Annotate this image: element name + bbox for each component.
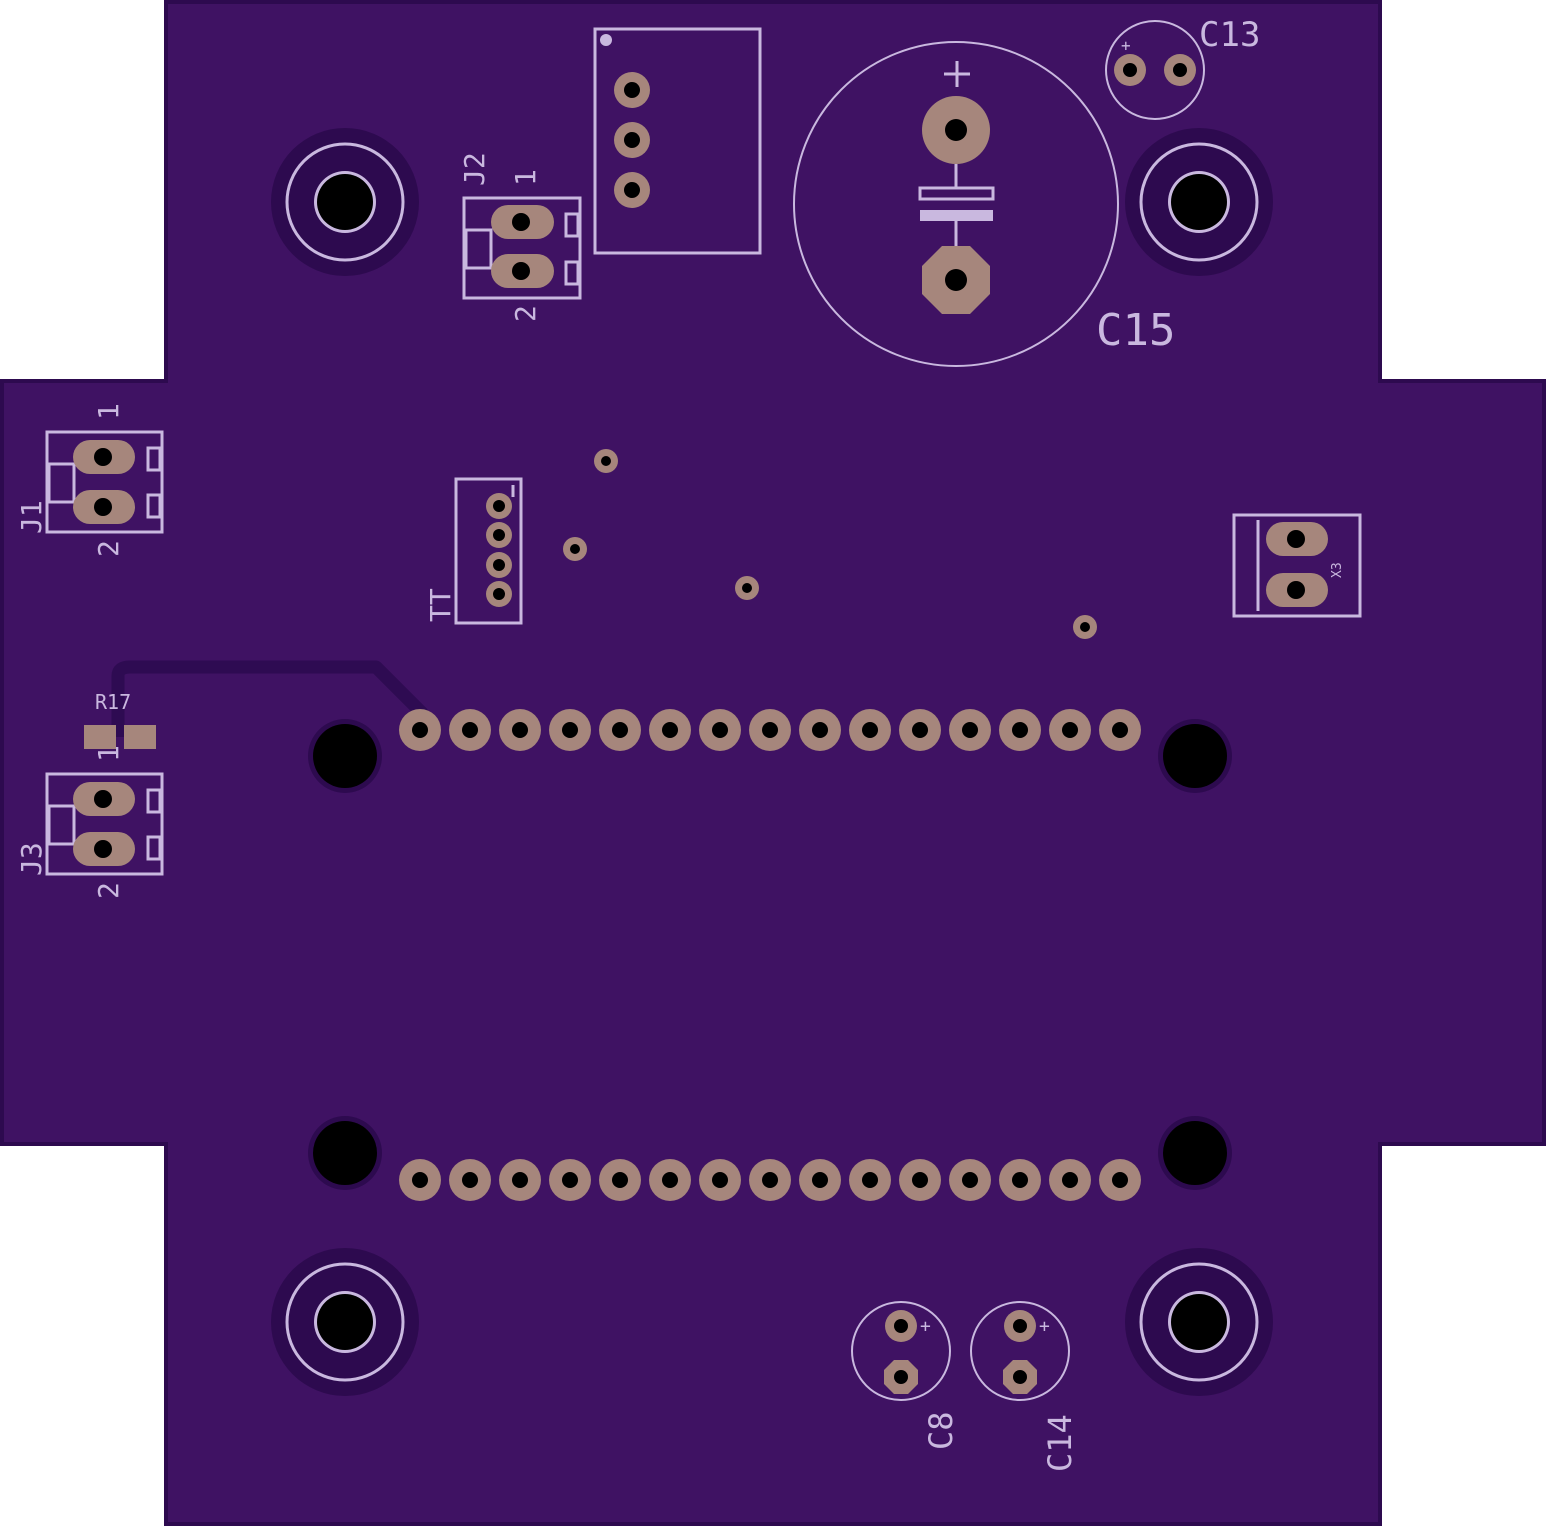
- header-pin: [499, 709, 541, 751]
- header-pin: [699, 1159, 741, 1201]
- header-pin: [799, 1159, 841, 1201]
- label-c14: C14: [1041, 1414, 1079, 1472]
- label-tt: TT: [424, 588, 457, 622]
- capacitor-c8: + C8: [851, 1301, 960, 1450]
- via: [1073, 615, 1097, 639]
- capacitor-c13: + C13: [1105, 15, 1260, 120]
- c14-plus-mark: +: [1039, 1316, 1050, 1337]
- label-c8: C8: [922, 1411, 960, 1450]
- via: [735, 576, 759, 600]
- header-pin: [1099, 1159, 1141, 1201]
- header-pin: [399, 1159, 441, 1201]
- header-pin: [849, 709, 891, 751]
- connector-j2: J2 1 2: [458, 152, 582, 322]
- label-j3: J3: [15, 842, 48, 876]
- header-pin: [899, 1159, 941, 1201]
- connector-j1: 1 J1 2: [15, 403, 164, 557]
- header-pin: [999, 709, 1041, 751]
- label-c13: C13: [1199, 15, 1260, 55]
- capacitor-c15: C15: [793, 41, 1175, 367]
- header-pin: [749, 1159, 791, 1201]
- header-pin: [699, 709, 741, 751]
- j2-pin1-label: 1: [509, 169, 542, 186]
- header-pin: [449, 709, 491, 751]
- header-pin: [399, 709, 441, 751]
- label-j2: J2: [458, 152, 491, 186]
- c13-plus-mark: +: [1121, 36, 1131, 55]
- module-hole-upper-right: [1158, 719, 1232, 793]
- mount-hole-bottom-left: [271, 1248, 419, 1396]
- header-pin: [499, 1159, 541, 1201]
- j1-pin1-label: 1: [92, 403, 125, 420]
- trace-r17: [111, 660, 429, 737]
- header-pin: [1099, 709, 1141, 751]
- via: [594, 449, 618, 473]
- header-pin: [549, 709, 591, 751]
- label-r17: R17: [95, 690, 131, 714]
- header-pin: [599, 709, 641, 751]
- c8-plus-mark: +: [920, 1316, 931, 1337]
- module-hole-lower-left: [308, 1116, 382, 1190]
- header-pin: [1049, 709, 1091, 751]
- capacitor-c14: + C14: [970, 1301, 1079, 1472]
- pin-header-top: [399, 709, 1141, 751]
- header-tt: TT: [424, 477, 523, 625]
- header-pin: [449, 1159, 491, 1201]
- label-j1: J1: [15, 500, 48, 534]
- header-pin: [649, 709, 691, 751]
- header-pin: [749, 709, 791, 751]
- pin-header-bottom: [399, 1159, 1141, 1201]
- mount-hole-top-left: [271, 128, 419, 276]
- module-hole-upper-left: [308, 719, 382, 793]
- header-pin: [999, 1159, 1041, 1201]
- label-c15: C15: [1096, 305, 1175, 356]
- via-group: [563, 449, 1097, 639]
- header-pin: [849, 1159, 891, 1201]
- header-pin: [949, 709, 991, 751]
- via: [563, 537, 587, 561]
- j2-pin2-label: 2: [509, 305, 542, 322]
- header-pin: [649, 1159, 691, 1201]
- j3-pin1-label: 1: [92, 745, 125, 762]
- module-hole-lower-right: [1158, 1116, 1232, 1190]
- mount-hole-bottom-right: [1125, 1248, 1273, 1396]
- resistor-r17: R17: [84, 690, 156, 749]
- three-pin-component: [593, 27, 762, 255]
- mount-hole-top-right: [1125, 128, 1273, 276]
- label-x3: X3: [1330, 562, 1345, 578]
- header-pin: [949, 1159, 991, 1201]
- connector-j3: 1 J3 2: [15, 745, 164, 899]
- header-pin: [899, 709, 941, 751]
- header-pin: [1049, 1159, 1091, 1201]
- header-pin: [599, 1159, 641, 1201]
- connector-x3: X3: [1232, 513, 1362, 618]
- header-pin: [799, 709, 841, 751]
- header-pin: [549, 1159, 591, 1201]
- j1-pin2-label: 2: [92, 540, 125, 557]
- j3-pin2-label: 2: [92, 882, 125, 899]
